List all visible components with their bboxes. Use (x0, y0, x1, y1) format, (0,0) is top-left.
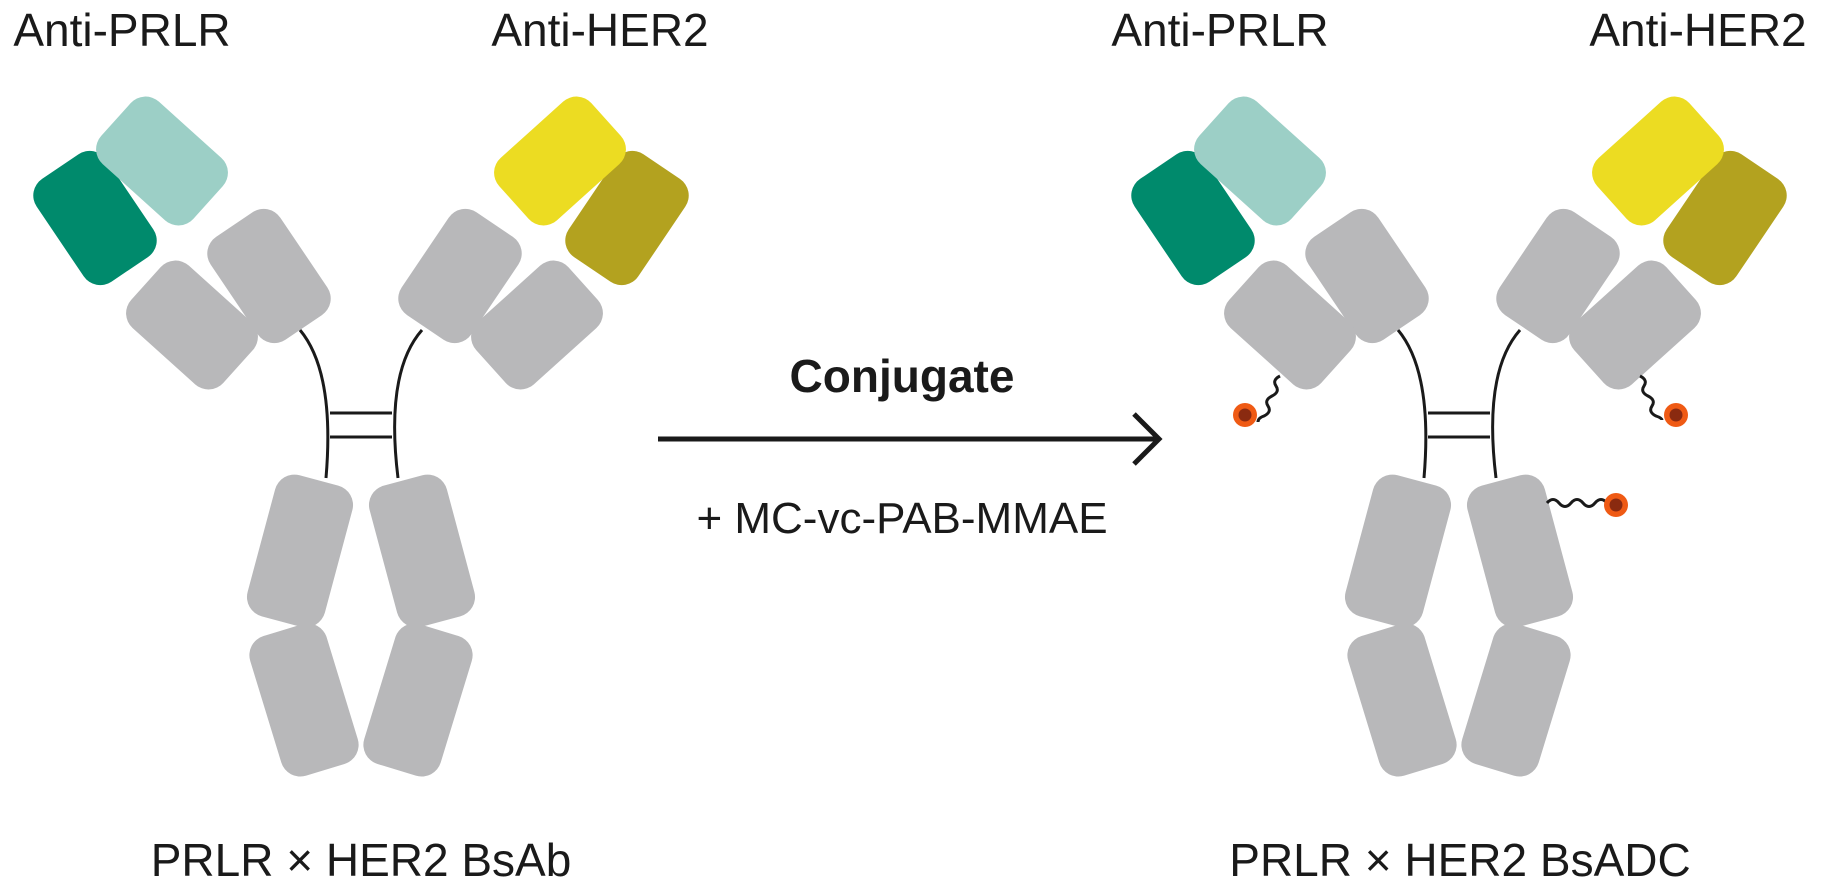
hinge-right-strand (1491, 329, 1522, 479)
hinge (1396, 329, 1522, 479)
constant-domain-ch1 (207, 208, 331, 344)
ch2-domain-left (246, 474, 354, 628)
conjugate-label: Conjugate (790, 350, 1015, 402)
ch2-domain-left (1344, 474, 1452, 628)
constant-domain-cl (126, 260, 258, 390)
left-fab-arm (1131, 96, 1429, 390)
bsadc-antibody: Anti-PRLR Anti-HER2 PRLR × HER2 BsADC (1111, 4, 1806, 886)
fc-region (246, 474, 476, 777)
mmae-payload-right-arm (1639, 374, 1688, 427)
bsadc-title: PRLR × HER2 BsADC (1229, 834, 1690, 886)
ch3-domain-right (1461, 623, 1571, 777)
prlr-vh-domain (1131, 150, 1255, 286)
prlr-vl-domain (1194, 96, 1326, 226)
constant-domain-cl (1224, 260, 1356, 390)
hinge-left-strand (298, 329, 330, 479)
anti-prlr-label: Anti-PRLR (13, 4, 230, 56)
anti-her2-label: Anti-HER2 (491, 4, 708, 56)
constant-domain-ch1 (398, 208, 522, 344)
ch2-domain-right (1466, 474, 1574, 628)
ch3-domain-left (249, 623, 359, 777)
bsab-title: PRLR × HER2 BsAb (151, 834, 572, 886)
hinge-left-strand (1396, 329, 1428, 479)
bsab-antibody: Anti-PRLR Anti-HER2 PRLR × HER2 BsAb (13, 4, 708, 886)
her2-vl-domain (494, 96, 626, 226)
anti-prlr-label: Anti-PRLR (1111, 4, 1328, 56)
anti-her2-label: Anti-HER2 (1589, 4, 1806, 56)
linker-icon (1256, 374, 1281, 423)
ch3-domain-left (1347, 623, 1457, 777)
ch2-domain-right (368, 474, 476, 628)
linker-icon (1545, 498, 1609, 508)
reagent-label: + MC-vc-PAB-MMAE (696, 494, 1107, 543)
her2-vl-domain (1592, 96, 1724, 226)
fc-region (1344, 474, 1574, 777)
mmae-payload-fc (1545, 493, 1628, 517)
right-fab-arm (398, 96, 689, 390)
right-fab-arm (1496, 96, 1787, 390)
her2-vh-domain (565, 150, 689, 286)
constant-domain-ch1 (1496, 208, 1620, 344)
reaction-step: Conjugate + MC-vc-PAB-MMAE (658, 350, 1163, 543)
mmae-payload-left (1233, 374, 1281, 427)
prlr-vl-domain (96, 96, 228, 226)
hinge (298, 329, 424, 479)
her2-vh-domain (1663, 150, 1787, 286)
constant-domain-ch1 (1305, 208, 1429, 344)
linker-icon (1639, 374, 1664, 421)
hinge-right-strand (393, 329, 424, 479)
prlr-vh-domain (33, 150, 157, 286)
constant-domain-cl (1569, 260, 1701, 390)
reaction-arrow-head (1132, 412, 1163, 466)
constant-domain-cl (471, 260, 603, 390)
ch3-domain-right (363, 623, 473, 777)
left-fab-arm (33, 96, 331, 390)
